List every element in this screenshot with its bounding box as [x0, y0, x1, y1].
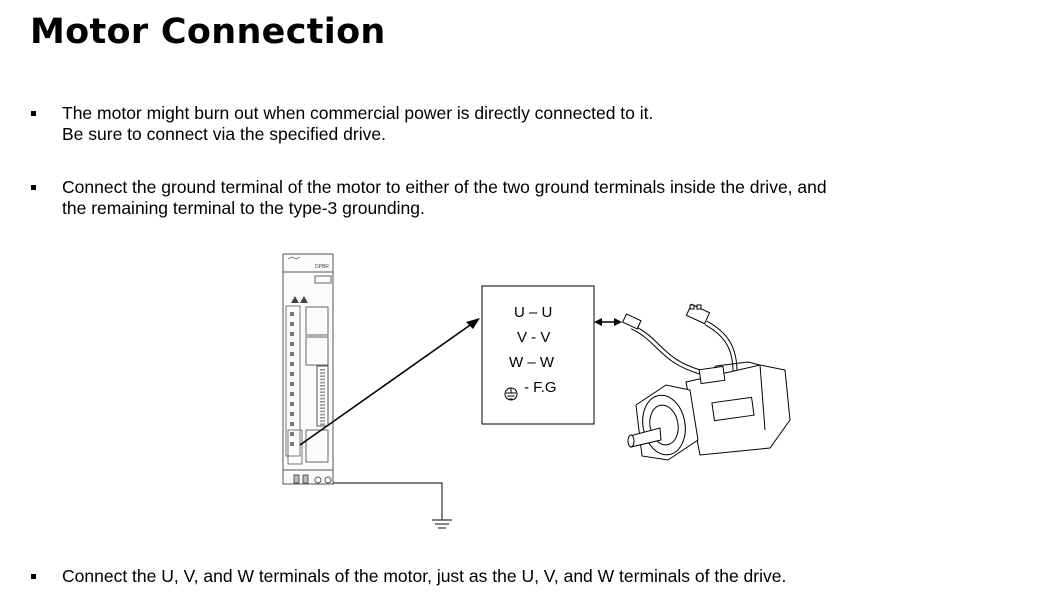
terminal-dot — [290, 312, 294, 316]
terminal-row-fg: - F.G — [524, 379, 557, 396]
bullet-line: the remaining terminal to the type-3 gro… — [62, 198, 425, 218]
connector-pin — [320, 420, 325, 422]
terminal-dot — [290, 382, 294, 386]
connector-pins — [320, 369, 325, 425]
bullet-text: The motor might burn out when commercial… — [62, 103, 653, 145]
connector-pin — [320, 372, 325, 374]
bullet-line: Be sure to connect via the specified dri… — [62, 124, 386, 144]
bullet-line: Connect the U, V, and W terminals of the… — [62, 566, 787, 586]
connection-arrow — [299, 318, 480, 446]
terminal-dot — [290, 362, 294, 366]
bullet-marker — [28, 566, 62, 587]
double-arrow-icon — [594, 318, 622, 326]
connector-pin — [320, 404, 325, 406]
drive-terminal-dots — [290, 312, 294, 446]
ground-symbol-icon — [504, 387, 518, 401]
terminal-dot — [290, 412, 294, 416]
terminal-dot — [290, 322, 294, 326]
terminal-dot — [290, 442, 294, 446]
terminal-dot — [290, 372, 294, 376]
terminal-row-u: U – U — [514, 304, 553, 321]
drive-label: DPBR — [315, 264, 329, 270]
connector-pin — [320, 369, 325, 371]
connector-pin — [320, 423, 325, 425]
connector-pin — [320, 375, 325, 377]
ground-icon — [333, 482, 452, 529]
page-title: Motor Connection — [30, 12, 386, 52]
bullet-marker — [28, 103, 62, 145]
terminal-dot — [290, 342, 294, 346]
connector-pin — [320, 394, 325, 397]
connector-pin — [320, 388, 325, 390]
connector-pin — [320, 410, 325, 413]
bullet-item: Connect the U, V, and W terminals of the… — [28, 566, 786, 587]
connector-pin — [320, 401, 325, 403]
connector-pin — [320, 385, 325, 387]
connector-pin — [320, 378, 325, 381]
servo-drive-icon — [282, 253, 334, 485]
bullet-line: Connect the ground terminal of the motor… — [62, 177, 827, 197]
bullet-text: Connect the ground terminal of the motor… — [62, 177, 827, 219]
connector-pin — [320, 397, 325, 400]
connector-pin — [320, 381, 325, 384]
bullet-item: Connect the ground terminal of the motor… — [28, 177, 827, 219]
terminal-box — [481, 285, 595, 425]
terminal-row-v: V - V — [517, 329, 551, 346]
bullet-marker — [28, 177, 62, 219]
bullet-text: Connect the U, V, and W terminals of the… — [62, 566, 786, 587]
connector-pin — [320, 413, 325, 416]
connector-pin — [320, 407, 325, 409]
terminal-dot — [290, 432, 294, 436]
terminal-dot — [290, 392, 294, 396]
terminal-dot — [290, 402, 294, 406]
terminal-dot — [290, 352, 294, 356]
connector-pin — [320, 417, 325, 419]
bullet-line: The motor might burn out when commercial… — [62, 103, 654, 123]
servo-motor-icon — [621, 303, 791, 461]
terminal-dot — [290, 332, 294, 336]
terminal-row-w: W – W — [509, 354, 554, 371]
bullet-item: The motor might burn out when commercial… — [28, 103, 653, 145]
connector-pin — [320, 391, 325, 393]
terminal-dot — [290, 422, 294, 426]
